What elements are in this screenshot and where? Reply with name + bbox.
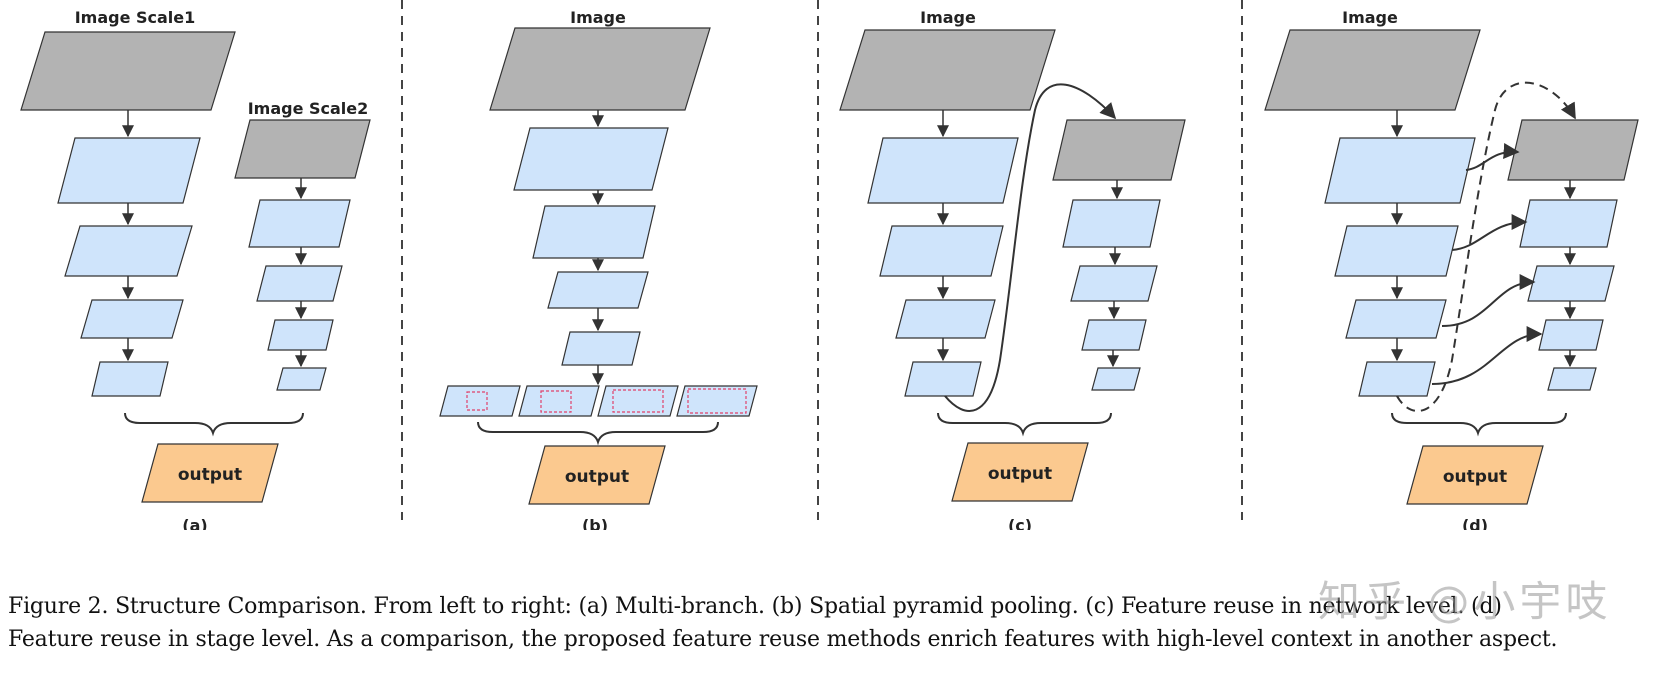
feature-d-7	[1538, 319, 1604, 351]
feature-reuse-curve-c	[944, 83, 1117, 412]
feature-b-1	[513, 127, 669, 191]
feature-reuse-dashed-curve-d	[1396, 81, 1576, 412]
panel-label-d: (d)	[1462, 516, 1488, 530]
feature-c-7	[1081, 319, 1147, 351]
structure-diagram: Image Scale1 Image Scale2 output (a) Ima…	[20, 0, 1639, 530]
feature-b-2	[532, 205, 656, 259]
panel-d: Image output (d)	[1264, 8, 1639, 530]
feature-d-4	[1358, 361, 1436, 397]
feature-c-4	[904, 361, 982, 397]
feature-a-3	[80, 299, 184, 339]
pool-region-3	[612, 389, 664, 413]
panel-label-c: (c)	[1008, 516, 1032, 530]
input-image-c	[839, 29, 1056, 111]
feature-d-8	[1547, 367, 1597, 391]
output-b	[528, 445, 666, 505]
pool-map-1	[439, 385, 521, 417]
output-label-d: output	[1443, 467, 1507, 487]
feature-a-2	[64, 225, 193, 277]
panel-label-a: (a)	[182, 516, 207, 530]
feature-a-1	[57, 137, 201, 204]
feature-d-5	[1519, 199, 1618, 248]
panel-a: Image Scale1 Image Scale2 output (a)	[20, 8, 371, 530]
output-label-c: output	[988, 464, 1052, 484]
pool-region-4	[687, 388, 747, 414]
stage-reuse-arrow-4	[1431, 326, 1543, 385]
pool-region-2	[540, 390, 572, 413]
feature-c-1	[867, 137, 1019, 204]
pool-map-2	[518, 385, 600, 417]
feature-c-2	[879, 225, 1004, 277]
feature-c-3	[895, 299, 996, 339]
feature-c-6	[1070, 265, 1158, 302]
stage-reuse-arrow-1	[1465, 143, 1520, 171]
feature-c-5	[1062, 199, 1161, 248]
input-image-scale1	[20, 31, 236, 111]
pool-map-4	[676, 385, 758, 417]
caption-line-1: Figure 2. Structure Comparison. From lef…	[8, 594, 1502, 619]
pool-region-1	[466, 391, 488, 411]
brace-b	[477, 421, 719, 446]
input-label-scale1: Image Scale1	[75, 8, 196, 27]
output-c	[951, 442, 1089, 502]
feature-a-8	[276, 367, 327, 391]
stage-reuse-arrow-2	[1451, 214, 1528, 251]
feature-a-4	[91, 361, 169, 397]
output-label-a: output	[178, 465, 242, 485]
feature-a-7	[267, 319, 334, 351]
panel-label-b: (b)	[582, 516, 608, 530]
feature-b-4	[561, 331, 641, 366]
output-label-b: output	[565, 467, 629, 487]
caption-line-2: Feature reuse in stage level. As a compa…	[8, 627, 1558, 652]
feature-a-5	[248, 199, 351, 248]
feature-b-3	[547, 271, 649, 309]
input-label-c: Image	[920, 8, 976, 27]
input-label-d: Image	[1342, 8, 1398, 27]
feature-a-6	[256, 265, 343, 302]
reused-input-d	[1507, 119, 1639, 181]
figure-caption: Figure 2. Structure Comparison. From lef…	[8, 590, 1668, 656]
brace-a	[124, 412, 304, 437]
input-label-scale2: Image Scale2	[248, 99, 369, 118]
output-d	[1406, 445, 1544, 505]
input-image-scale2	[234, 119, 371, 179]
brace-c	[937, 412, 1112, 437]
panel-b: Image output (b)	[439, 8, 758, 530]
panel-c: Image output (c)	[839, 8, 1186, 530]
feature-d-1	[1324, 137, 1476, 204]
feature-d-3	[1345, 299, 1447, 339]
brace-d	[1391, 412, 1567, 437]
watermark: 知乎 @小宇吱	[1318, 577, 1612, 626]
stage-reuse-arrow-3	[1441, 274, 1536, 327]
reused-input-c	[1052, 119, 1186, 181]
feature-d-2	[1334, 225, 1459, 277]
feature-d-6	[1527, 265, 1615, 302]
input-image-b	[489, 27, 711, 111]
output-a	[141, 443, 279, 503]
input-label-b: Image	[570, 8, 626, 27]
feature-c-8	[1091, 367, 1141, 391]
pool-map-3	[597, 385, 679, 417]
input-image-d	[1264, 29, 1481, 111]
